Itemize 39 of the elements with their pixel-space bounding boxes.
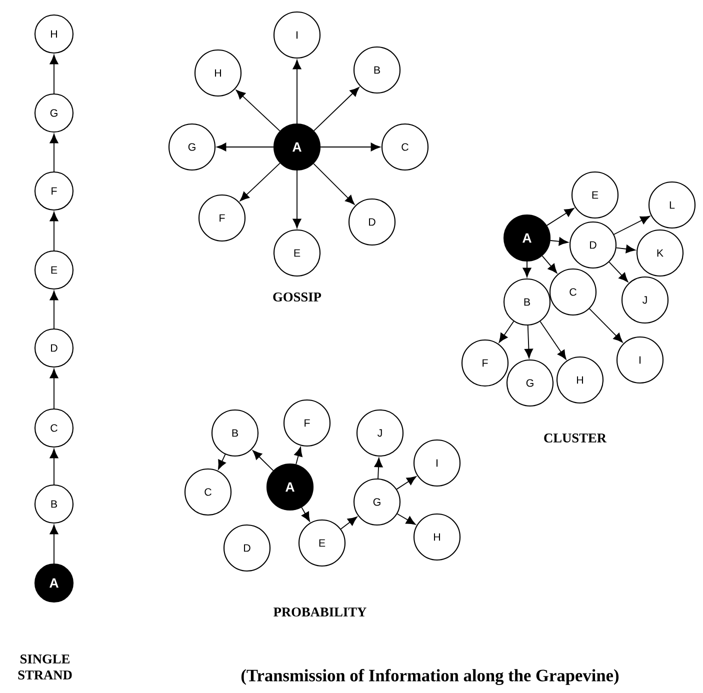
arrow: [616, 244, 636, 254]
arrow: [50, 54, 58, 94]
arrow: [498, 320, 514, 343]
arrow: [50, 368, 58, 409]
arrow: [50, 134, 58, 172]
arrow: [50, 212, 58, 251]
arrow: [614, 216, 650, 235]
arrow: [292, 60, 302, 124]
arrow: [50, 290, 58, 329]
arrow: [540, 321, 566, 360]
arrow: [218, 454, 226, 470]
arrow: [589, 308, 623, 343]
arrow: [314, 87, 360, 132]
arrow: [240, 162, 280, 202]
group-title: SINGLE STRAND: [18, 654, 72, 680]
caption: (Transmission of Information along the Grapevine): [241, 668, 619, 686]
arrow: [550, 237, 568, 246]
group-title: CLUSTER: [544, 434, 607, 442]
arrow: [252, 450, 274, 471]
arrow: [216, 142, 274, 152]
arrow: [396, 476, 416, 490]
arrow: [320, 142, 380, 152]
arrow: [313, 163, 355, 205]
arrow: [50, 524, 58, 564]
arrow: [522, 261, 532, 278]
arrow: [374, 458, 383, 479]
arrow: [396, 513, 416, 525]
arrow: [340, 516, 358, 530]
arrow: [301, 506, 310, 522]
arrow: [524, 325, 533, 358]
group-title: GOSSIP: [273, 292, 322, 302]
arrow: [292, 170, 302, 228]
arrow: [542, 255, 558, 274]
arrow: [236, 90, 280, 132]
arrow: [608, 262, 628, 282]
arrow: [50, 448, 58, 485]
group-title: PROBABILITY: [274, 608, 366, 616]
arrow: [546, 208, 574, 226]
arrow: [294, 446, 302, 465]
